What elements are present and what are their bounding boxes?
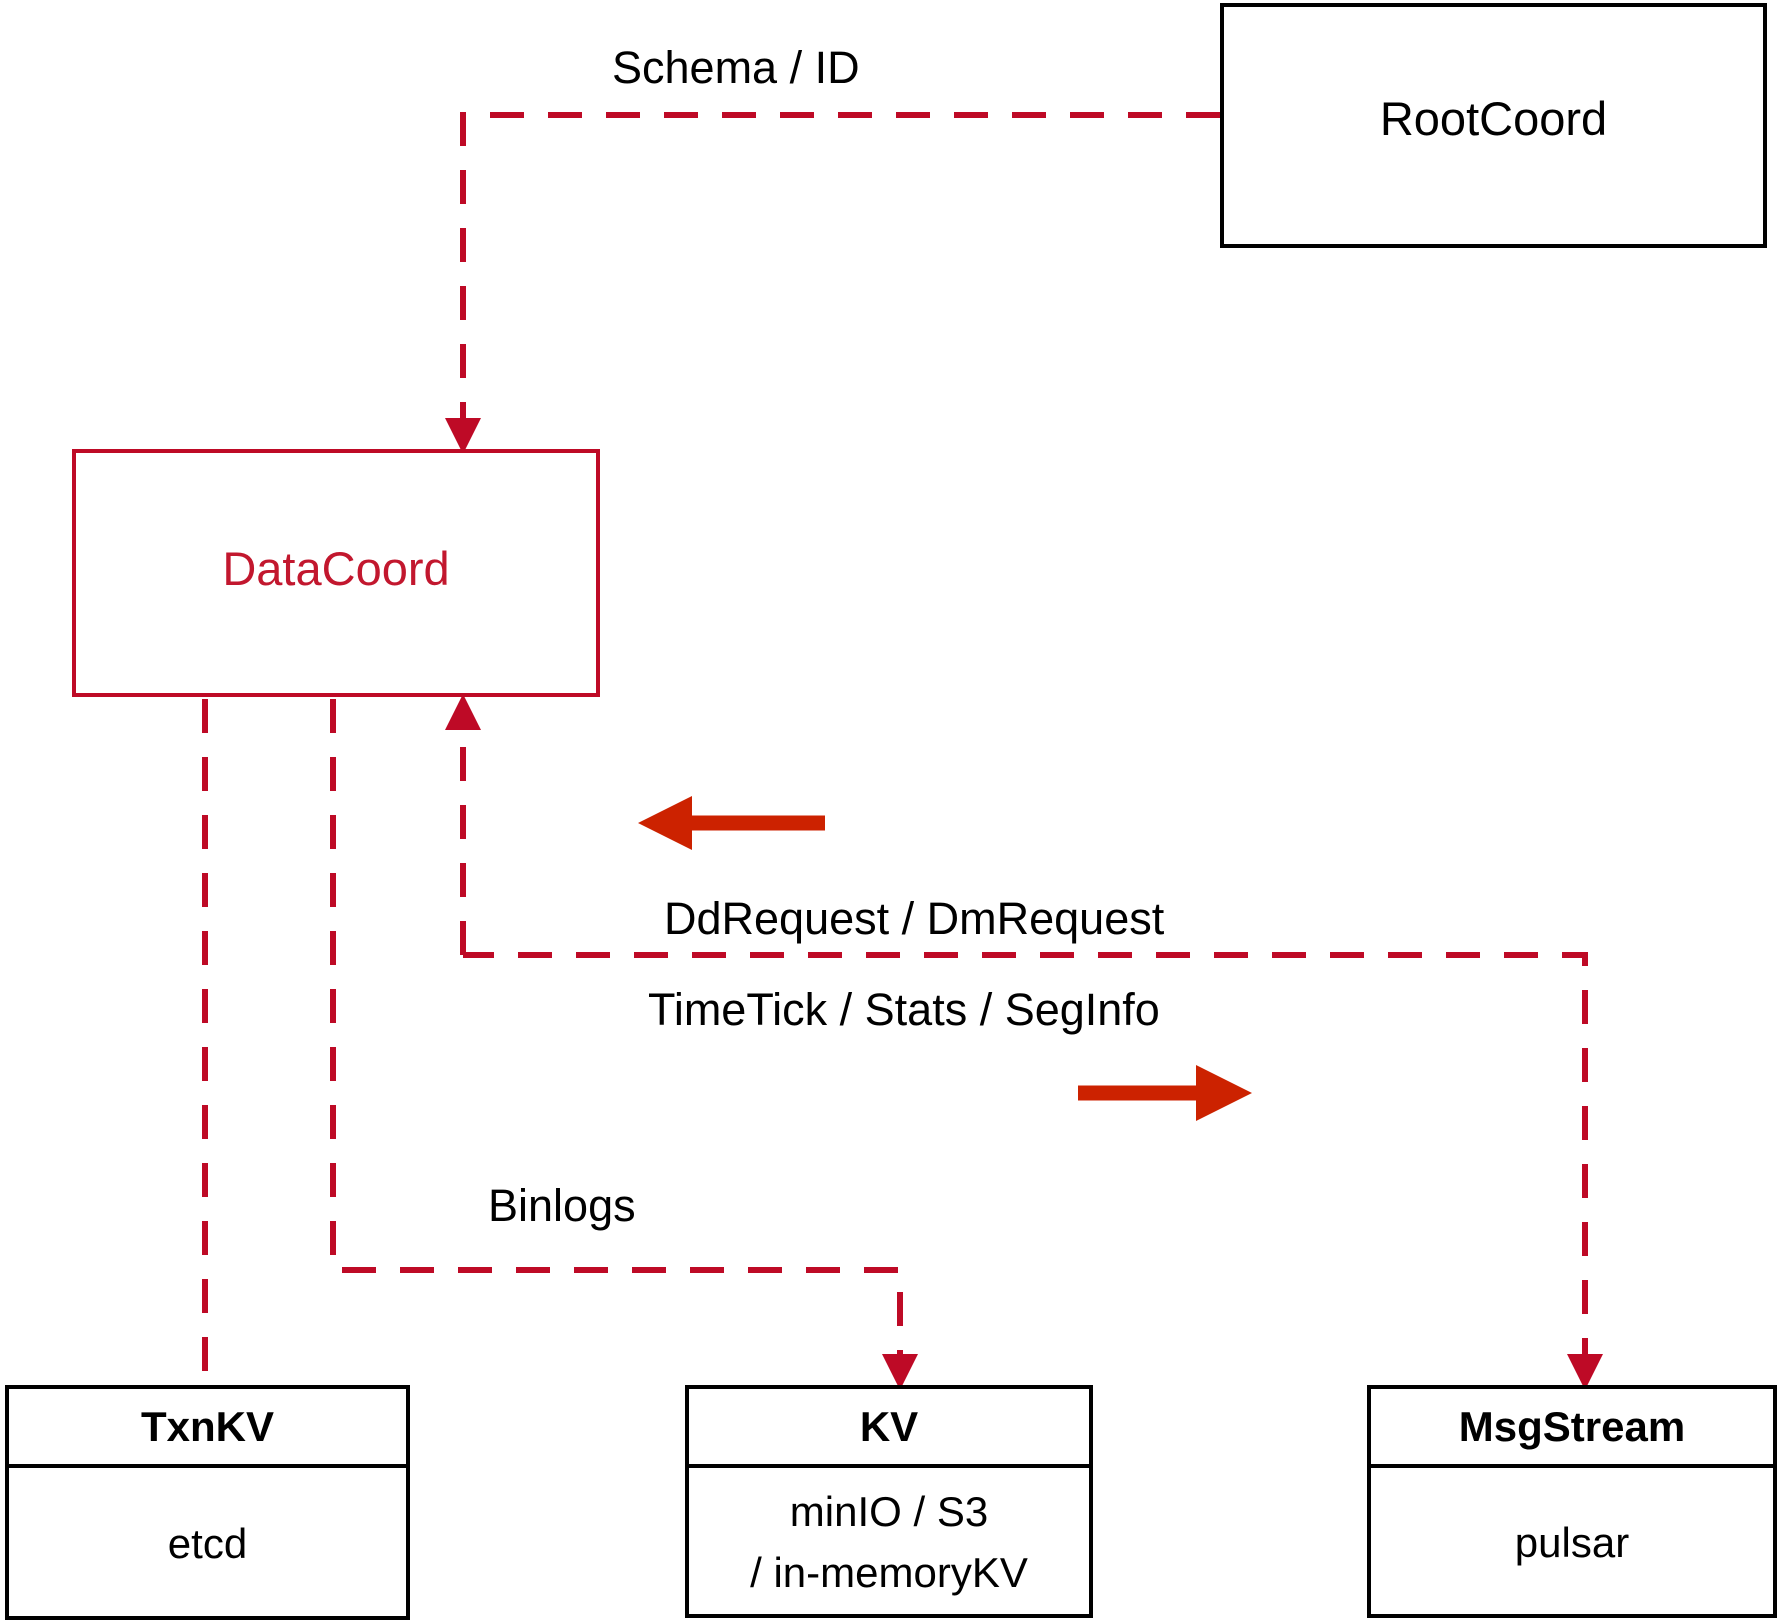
node-msgstream-body-line-1: pulsar [1514, 1518, 1630, 1566]
node-kv-body-line-1: minIO / S3 [789, 1488, 989, 1536]
edge-label-schema-id: Schema / ID [612, 42, 860, 93]
node-txnkv[interactable]: TxnKV etcd [5, 1385, 410, 1620]
edge-label-binlogs: Binlogs [488, 1180, 636, 1231]
node-rootcoord-label: RootCoord [1379, 92, 1608, 145]
edge-binlogs [330, 699, 918, 1390]
node-txnkv-body: etcd [9, 1468, 406, 1620]
node-msgstream-header: MsgStream [1371, 1389, 1773, 1468]
edge-msgstream-bus [445, 694, 1603, 1390]
node-txnkv-body-line-1: etcd [167, 1519, 248, 1567]
node-kv-body-line-2: / in-memoryKV [750, 1549, 1028, 1596]
node-kv-body: minIO / S3 / in-memoryKV [689, 1468, 1089, 1618]
node-msgstream[interactable]: MsgStream pulsar [1367, 1385, 1777, 1618]
node-rootcoord[interactable]: RootCoord [1220, 3, 1767, 248]
inbound-flow-arrow [638, 796, 825, 850]
node-msgstream-body: pulsar [1371, 1468, 1773, 1618]
edge-label-timetick-stats-seginfo: TimeTick / Stats / SegInfo [648, 984, 1160, 1035]
outbound-flow-arrow [1078, 1065, 1252, 1121]
node-txnkv-header: TxnKV [9, 1389, 406, 1468]
edge-schema-id [445, 112, 1220, 454]
node-kv-header: KV [689, 1389, 1089, 1468]
node-datacoord[interactable]: DataCoord [72, 449, 600, 697]
node-kv[interactable]: KV minIO / S3 / in-memoryKV [685, 1385, 1093, 1618]
edge-label-dd-dm-request: DdRequest / DmRequest [664, 893, 1165, 944]
node-datacoord-label: DataCoord [222, 542, 450, 595]
